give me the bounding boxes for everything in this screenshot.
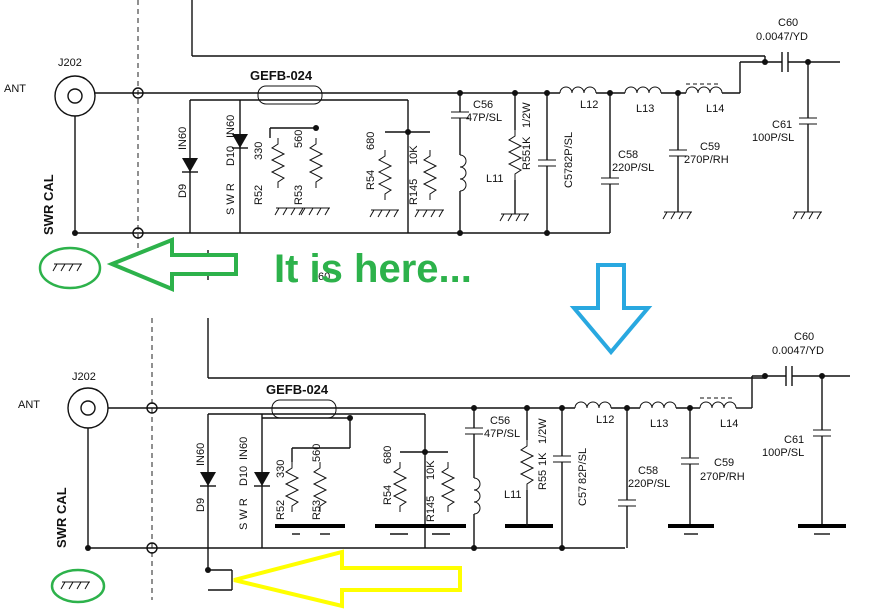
label-ant: ANT <box>4 83 26 95</box>
upper-schematic <box>54 0 840 250</box>
label-r53-value-lower: 560 <box>311 444 323 462</box>
label-r145-lower: R145 <box>425 496 437 522</box>
label-c61-value-lower: 100P/SL <box>762 447 804 459</box>
label-r55-watt-lower: 1/2W <box>537 418 549 444</box>
annotation-text: It is here... <box>274 247 472 291</box>
label-r145-value: 10K <box>408 145 420 165</box>
label-l14: L14 <box>706 103 724 115</box>
label-c57-value: 82P/SL <box>563 132 575 168</box>
label-c60-value: 0.0047/YD <box>756 31 808 43</box>
label-swr-cal-lower: SWR CAL <box>54 487 69 548</box>
blue-arrow-down <box>569 263 653 356</box>
label-d10: D10 <box>225 146 237 166</box>
label-l14-lower: L14 <box>720 418 738 430</box>
label-ant-lower: ANT <box>18 399 40 411</box>
label-c56-value: 47P/SL <box>466 112 502 124</box>
label-l13: L13 <box>636 103 654 115</box>
label-r53-value: 560 <box>293 130 305 148</box>
label-r55: R55 <box>521 150 533 170</box>
label-r53: R53 <box>293 185 305 205</box>
label-c57: C57 <box>563 168 575 188</box>
label-swr: S W R <box>225 183 237 215</box>
label-r52-lower: R52 <box>275 500 287 520</box>
label-swr-lower: S W R <box>238 498 250 530</box>
highlight-ellipse-lower <box>50 568 106 604</box>
label-j202-lower: J202 <box>72 371 96 383</box>
label-c60-lower: C60 <box>794 331 814 343</box>
label-r53-lower: R53 <box>311 500 323 520</box>
label-r52-value-lower: 330 <box>275 460 287 478</box>
label-r52: R52 <box>253 185 265 205</box>
label-r55-value: 1K <box>521 136 533 150</box>
label-d10-lower: D10 <box>238 466 250 486</box>
label-swr-cal: SWR CAL <box>41 174 56 235</box>
label-c56-lower: C56 <box>490 415 510 427</box>
label-r54-lower: R54 <box>382 485 394 505</box>
label-r52-value: 330 <box>253 142 265 160</box>
label-l11-lower: L11 <box>504 489 522 501</box>
label-c58-value-lower: 220P/SL <box>628 478 670 490</box>
label-c61: C61 <box>772 119 792 131</box>
label-in60-d9: IN60 <box>177 127 189 150</box>
label-d9: D9 <box>177 184 189 198</box>
label-in60-d10: IN60 <box>225 115 237 138</box>
label-in60-d9-lower: IN60 <box>195 443 207 466</box>
label-c57-lower: C57 <box>577 486 589 506</box>
label-partial-60: 60 <box>318 271 330 283</box>
label-j202: J202 <box>58 57 82 69</box>
label-l13-lower: L13 <box>650 418 668 430</box>
lower-annotations <box>50 549 462 609</box>
highlight-ellipse-upper <box>38 246 102 290</box>
label-c59-value: 270P/RH <box>684 154 729 166</box>
label-r54-value: 680 <box>365 132 377 150</box>
label-r55-watt: 1/2W <box>521 102 533 128</box>
label-r55-value-lower: 1K <box>537 452 549 466</box>
label-c56-value-lower: 47P/SL <box>484 428 520 440</box>
label-c60: C60 <box>778 17 798 29</box>
label-c60-value-lower: 0.0047/YD <box>772 345 824 357</box>
label-r55-lower: R55 <box>537 470 549 490</box>
label-l12: L12 <box>580 99 598 111</box>
label-r54: R54 <box>365 170 377 190</box>
label-r145: R145 <box>408 179 420 205</box>
label-c58-value: 220P/SL <box>612 162 654 174</box>
label-gefb: GEFB-024 <box>250 68 313 83</box>
lower-schematic <box>67 318 850 600</box>
label-d9-lower: D9 <box>195 498 207 512</box>
lower-labels: ANT J202 SWR CAL GEFB-024 IN60 D9 IN60 D… <box>18 331 824 548</box>
label-r145-value-lower: 10K <box>425 460 437 480</box>
label-c56: C56 <box>473 99 493 111</box>
label-c58-lower: C58 <box>638 465 658 477</box>
upper-labels: ANT J202 SWR CAL GEFB-024 IN60 D9 IN60 D… <box>4 17 808 235</box>
label-c59-lower: C59 <box>714 457 734 469</box>
label-c59-value-lower: 270P/RH <box>700 471 745 483</box>
label-c59: C59 <box>700 141 720 153</box>
label-c57-value-lower: 82P/SL <box>577 448 589 484</box>
label-c58: C58 <box>618 149 638 161</box>
label-l12-lower: L12 <box>596 414 614 426</box>
label-c61-value: 100P/SL <box>752 132 794 144</box>
label-gefb-lower: GEFB-024 <box>266 382 329 397</box>
green-arrow-left <box>106 237 238 292</box>
label-in60-d10-lower: IN60 <box>238 437 250 460</box>
label-r54-value-lower: 680 <box>382 446 394 464</box>
label-c61-lower: C61 <box>784 434 804 446</box>
annotation-strip: 60 It is here... <box>38 237 653 356</box>
yellow-arrow-left <box>233 549 462 609</box>
label-l11: L11 <box>486 173 504 185</box>
